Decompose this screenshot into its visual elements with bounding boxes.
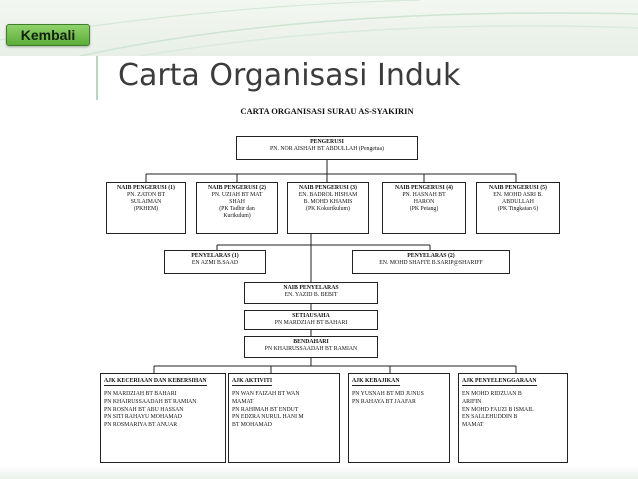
box-heading: NAIB PENGERUSI (4) — [395, 185, 453, 191]
box-line: (PK Tadbir dan — [219, 205, 255, 212]
box-heading: AJK AKTIVITI — [232, 378, 273, 386]
box-line: B. MOHD KHAMIS — [303, 198, 353, 205]
naib-pengerusi-3-box: NAIB PENGERUSI (3) EN. BADROL HISHAM B. … — [287, 182, 369, 234]
box-line: BT MOHAMAD — [232, 422, 272, 429]
box-heading: PENYELARAS (2) — [407, 253, 455, 259]
ajk-aktiviti-box: AJK AKTIVITI PN WAN FAIZAH BT WAN MAMAT … — [228, 373, 340, 463]
box-line: EN. MOHD SHAFI'E B.SARIP@SHARIFF — [379, 259, 483, 266]
pengerusi-box: PENGERUSI PN. NOR AISHAH BT ABDULLAH (Pe… — [236, 136, 418, 160]
box-line: PN. UZIAH BT MAT — [211, 191, 263, 198]
box-line: Kurikulum) — [223, 212, 251, 219]
box-line: HARON — [413, 198, 435, 205]
box-line: PN EDZRA NURUL HANI M — [232, 414, 304, 421]
box-heading: AJK KECERIAAN DAN KEBERSIHAN — [104, 378, 207, 386]
box-heading: AJK KEBAJIKAN — [352, 378, 400, 386]
naib-pengerusi-1-box: NAIB PENGERUSI (1) PN. ZATON BT SULAIMAN… — [106, 182, 186, 234]
box-heading: PENGERUSI — [310, 139, 344, 145]
box-line: SHAH — [229, 198, 245, 205]
box-line: ARIFIN — [462, 398, 482, 405]
setiausaha-box: SETIAUSAHA PN MARDZIAH BT BAHARI — [244, 310, 378, 330]
box-heading: NAIB PENGERUSI (5) — [489, 185, 547, 191]
bendahari-box: BENDAHARI PN KHAIRUSSAADAH BT RAMIAN — [244, 336, 378, 358]
box-line: PN KHAIRUSSAADAH BT RAMIAN — [104, 398, 197, 405]
box-line: EN. YAZID B. BEBIT — [284, 291, 338, 298]
box-line: ABDULLAH — [502, 198, 534, 205]
naib-penyelaras-box: NAIB PENYELARAS EN. YAZID B. BEBIT — [244, 282, 378, 304]
box-line: PN RAHAYA BT JAAFAR — [352, 398, 416, 405]
box-line: MAMAT — [462, 422, 484, 429]
slide-header-band — [0, 0, 638, 56]
box-line: EN AZMI B.SAAD — [191, 259, 239, 266]
box-heading: NAIB PENYELARAS — [283, 285, 339, 291]
ajk-keceriaan-box: AJK KECERIAAN DAN KEBERSIHAN PN MARDZIAH… — [100, 373, 226, 463]
ajk-kebajikan-box: AJK KEBAJIKAN PN YUSNAH BT MD JUNUS PN R… — [348, 373, 450, 463]
box-heading: AJK PENYELENGGARAAN — [462, 378, 537, 386]
bottom-band — [0, 466, 638, 479]
penyelaras-2-box: PENYELARAS (2) EN. MOHD SHAFI'E B.SARIP@… — [352, 250, 510, 274]
box-line: (PK Kokurikulum) — [306, 205, 350, 212]
box-line: PN MARDZIAH BT BAHARI — [104, 390, 177, 397]
back-button[interactable]: Kembali — [6, 24, 90, 46]
box-line: (PK Petang) — [409, 205, 439, 212]
ajk-penyelenggaraan-box: AJK PENYELENGGARAAN EN MOHD RIDZUAN B AR… — [458, 373, 568, 463]
connector-lines — [145, 160, 517, 373]
box-line: SULAIMAN — [130, 198, 162, 205]
slide-title: Carta Organisasi Induk — [118, 58, 461, 93]
box-line: EN SALLEHUDDIN B — [462, 414, 518, 421]
box-line: PN ROSNAH BT ABU HASSAN — [104, 406, 184, 413]
box-heading: NAIB PENGERUSI (1) — [117, 185, 175, 191]
box-line: PN KHAIRUSSAADAH BT RAMIAN — [264, 345, 358, 352]
box-line: PN RAHIMAH BT ENDUT — [232, 406, 299, 413]
box-heading: NAIB PENGERUSI (2) — [208, 185, 266, 191]
decorative-curves — [0, 0, 638, 56]
box-heading: NAIB PENGERUSI (3) — [299, 185, 357, 191]
box-heading: SETIAUSAHA — [292, 313, 330, 319]
penyelaras-1-box: PENYELARAS (1) EN AZMI B.SAAD — [164, 250, 266, 274]
box-line: EN MOHD RIDZUAN B — [462, 390, 522, 397]
box-line: (PKHEM) — [133, 205, 159, 212]
box-line: MAMAT — [232, 398, 254, 405]
naib-pengerusi-4-box: NAIB PENGERUSI (4) PN. HASNAH BT HARON (… — [382, 182, 466, 234]
box-heading: BENDAHARI — [293, 339, 329, 345]
naib-pengerusi-2-box: NAIB PENGERUSI (2) PN. UZIAH BT MAT SHAH… — [196, 182, 278, 234]
box-line: EN. BADROL HISHAM — [298, 191, 358, 198]
box-line: (PK Tingkatan 6) — [497, 205, 539, 212]
box-line: PN YUSNAH BT MD JUNUS — [352, 390, 424, 397]
box-line: PN ROSMARIYA BT ANUAR — [104, 422, 178, 429]
naib-pengerusi-5-box: NAIB PENGERUSI (5) EN. MOHD ASRI B. ABDU… — [476, 182, 560, 234]
box-line: PN. ZATON BT — [126, 191, 166, 198]
box-line: EN MOHD FAUZI B ISMAIL — [462, 406, 534, 413]
org-chart: CARTA ORGANISASI SURAU AS-SYAKIRIN PENGE… — [84, 100, 570, 466]
box-line: EN. MOHD ASRI B. — [493, 191, 543, 198]
box-heading: PENYELARAS (1) — [191, 253, 239, 259]
box-line: PN WAN FAIZAH BT WAN — [232, 390, 300, 397]
box-line: PN. HASNAH BT — [402, 191, 446, 198]
box-line: PN SITI RAHAYU MOHAMAD — [104, 414, 182, 421]
box-line: PN MARDZIAH BT BAHARI — [274, 319, 348, 326]
chart-title: CARTA ORGANISASI SURAU AS-SYAKIRIN — [240, 106, 414, 116]
box-line: PN. NOR AISHAH BT ABDULLAH (Pengetua) — [270, 145, 384, 152]
